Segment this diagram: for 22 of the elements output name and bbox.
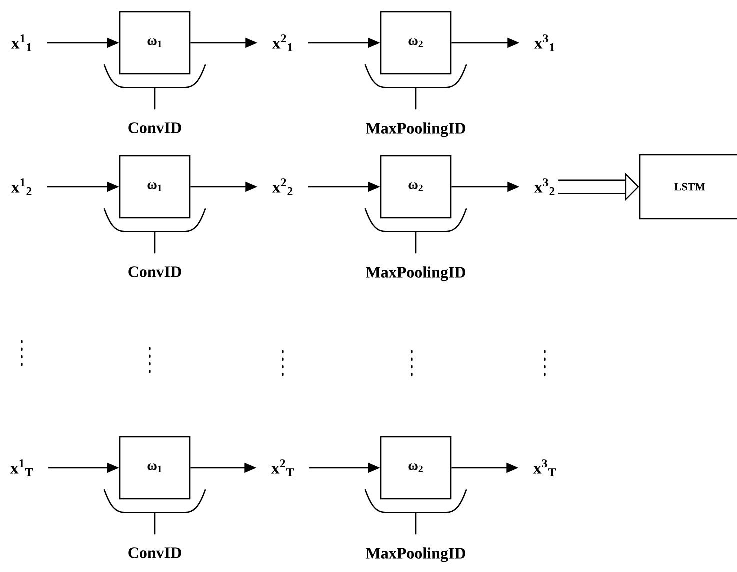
layer-box: ω$_{1}$ (119, 436, 191, 500)
variable-label: x$^{3}$T (533, 460, 556, 476)
variable-label: x$^{1}$1 (11, 34, 32, 52)
layer-label: ConvID (128, 548, 182, 558)
variable-label: x$^{1}$2 (11, 178, 32, 196)
layer-label: MaxPoolingID (366, 548, 466, 562)
layer-box: ω$_{2}$ (380, 436, 452, 500)
variable-label: x$^{2}$2 (272, 178, 293, 196)
layer-label: MaxPoolingID (366, 122, 466, 138)
layer-box: ω$_{2}$ (380, 155, 452, 219)
layer-label: ConvID (128, 122, 182, 134)
layer-label: ConvID (128, 266, 182, 278)
variable-label: x$^{3}$1 (534, 34, 555, 52)
layer-label: MaxPoolingID (366, 266, 466, 282)
variable-label: x$^{2}$T (271, 460, 294, 476)
layer-box: ω$_{2}$ (380, 11, 452, 75)
variable-label: x$^{3}$2 (534, 178, 555, 196)
variable-label: x$^{2}$1 (272, 34, 293, 52)
lstm-box: LSTM (639, 154, 737, 220)
variable-label: x$^{1}$T (10, 460, 34, 476)
layer-box: ω$_{1}$ (119, 155, 191, 219)
layer-box: ω$_{1}$ (119, 11, 191, 75)
